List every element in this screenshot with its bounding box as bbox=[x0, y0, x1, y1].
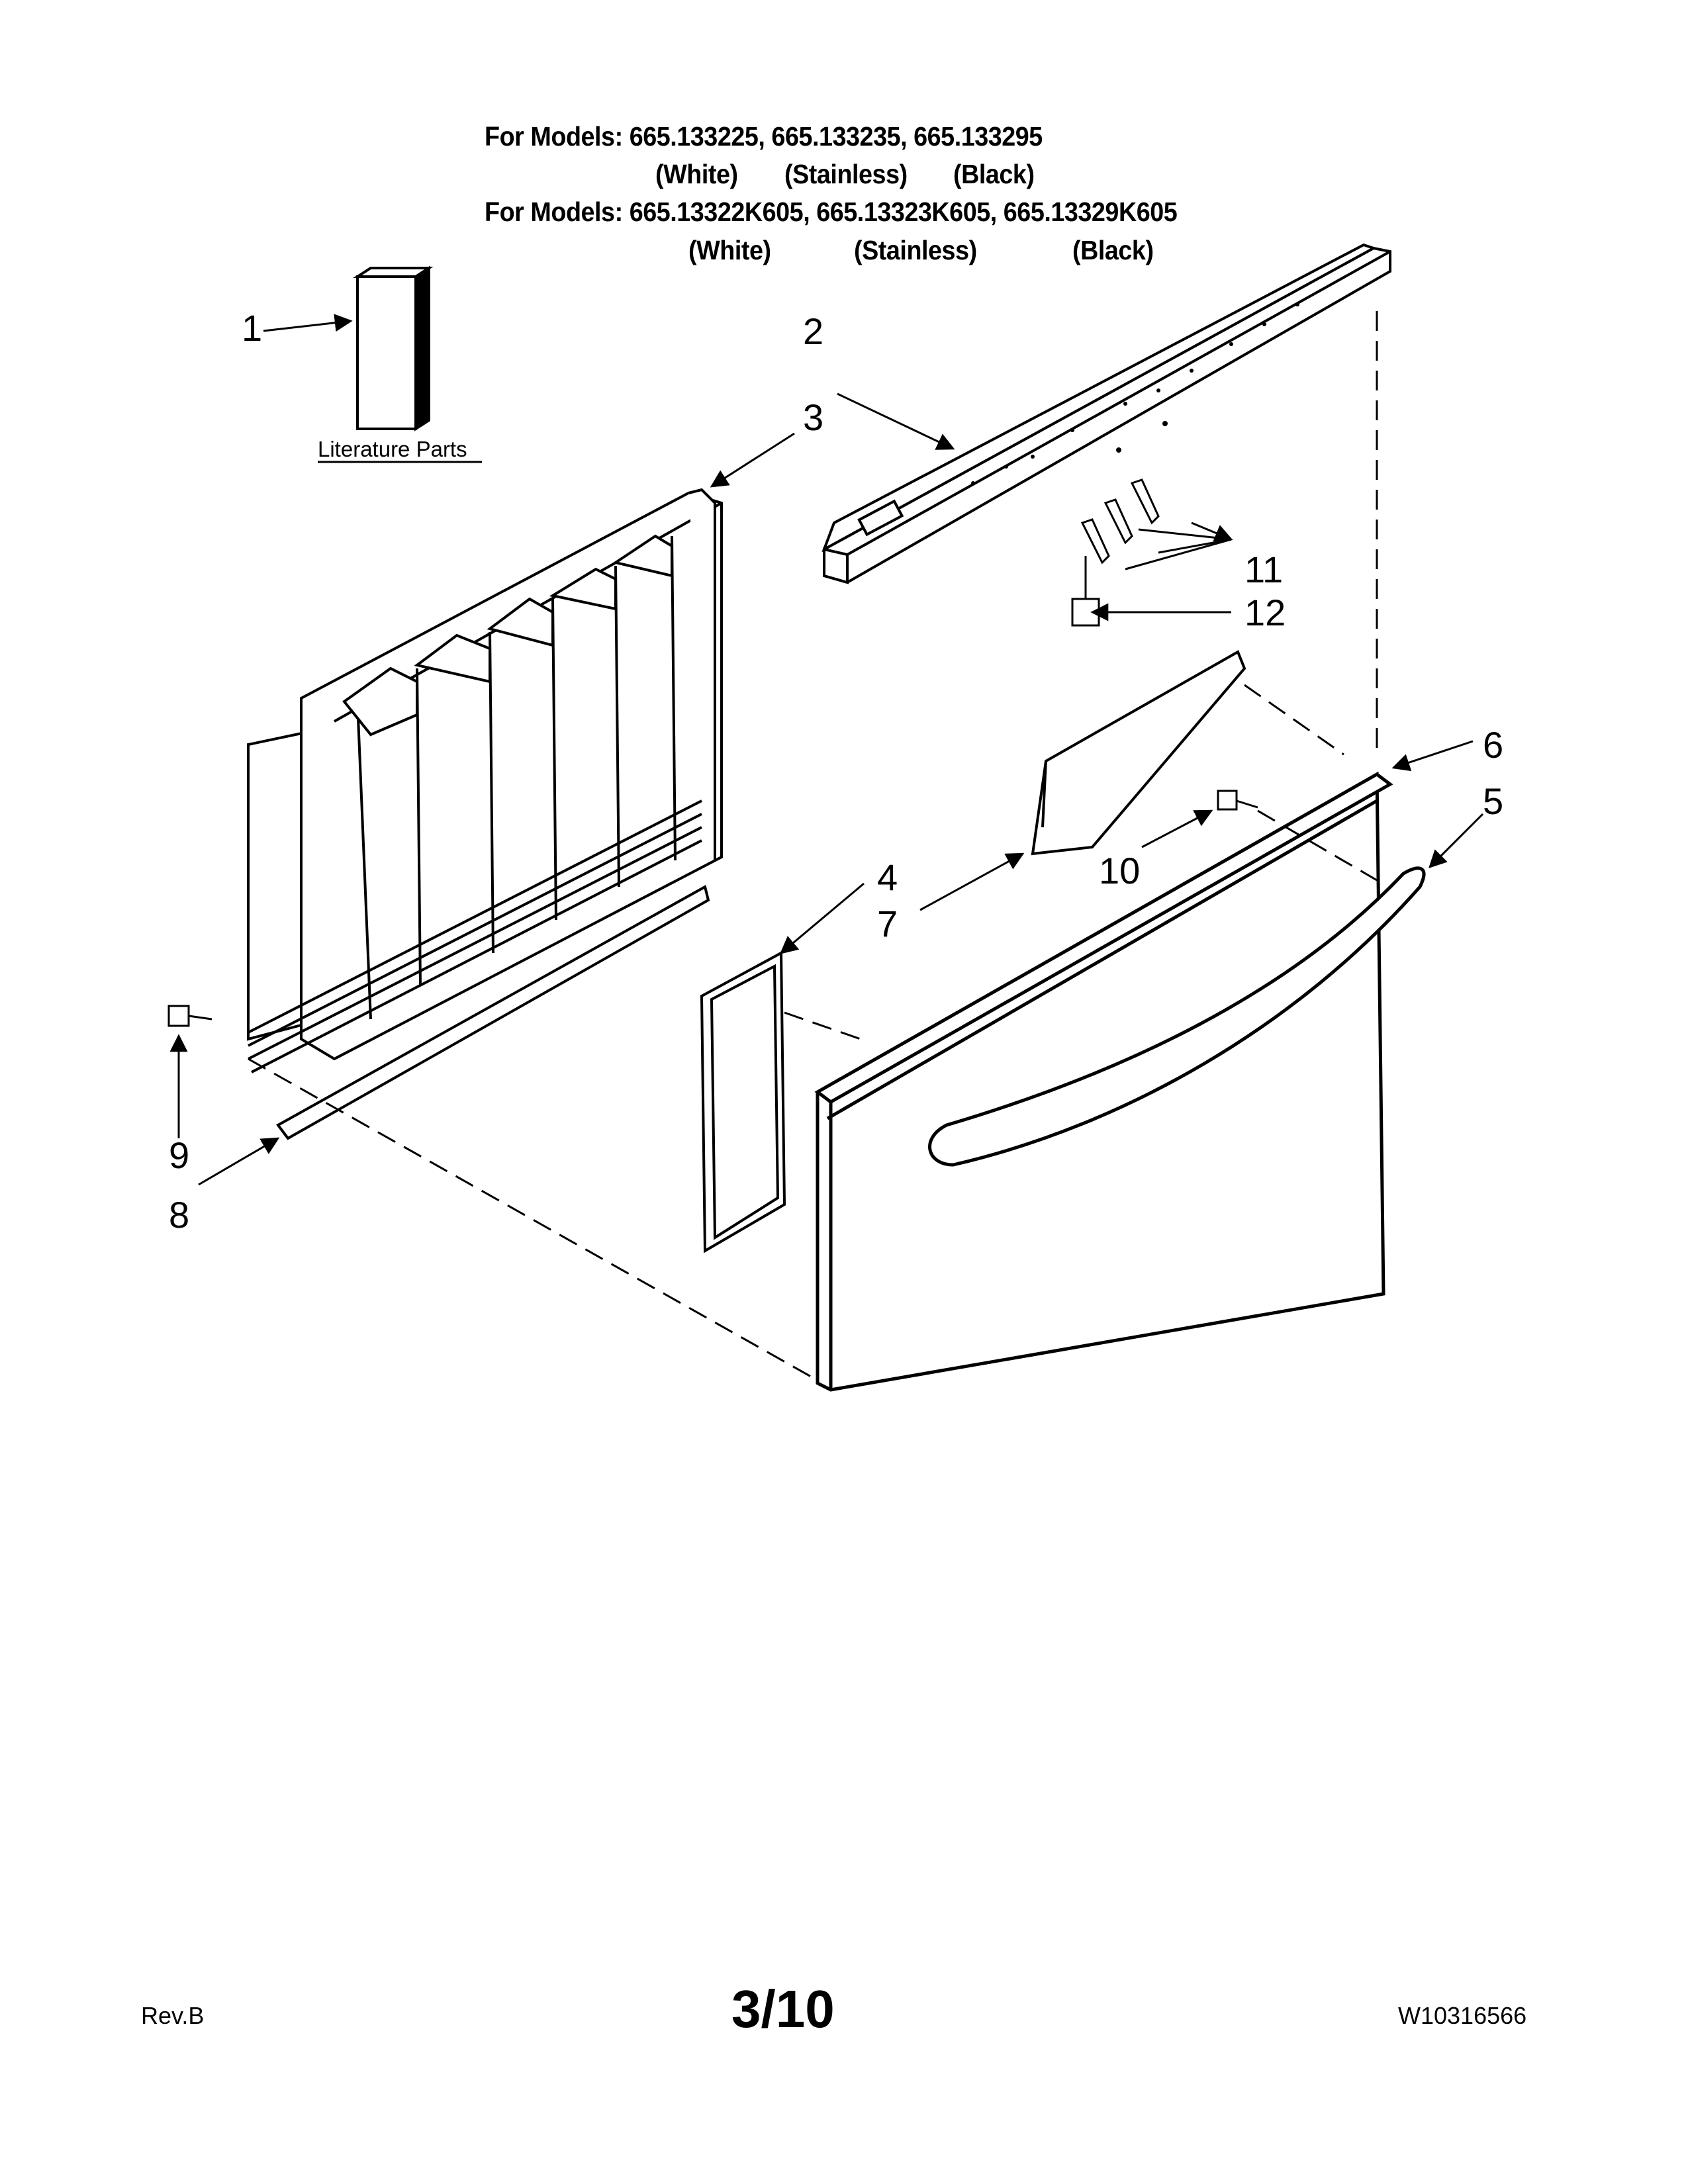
callout-2: 2 bbox=[803, 310, 823, 352]
callout-11: 11 bbox=[1244, 549, 1283, 590]
color-white-1: (White) bbox=[655, 159, 738, 189]
screw-10 bbox=[1217, 790, 1258, 811]
callout-5: 5 bbox=[1483, 780, 1503, 822]
callout-8: 8 bbox=[169, 1194, 189, 1236]
drawer-bracket-right bbox=[1031, 650, 1246, 856]
callout-10: 10 bbox=[1099, 850, 1140, 891]
callout-9: 9 bbox=[169, 1134, 189, 1176]
rear-bin-assembly bbox=[247, 488, 723, 1073]
page-number: 3/10 bbox=[731, 1979, 835, 2038]
color-stainless-2: (Stainless) bbox=[854, 235, 977, 265]
drawer-bracket-left bbox=[700, 950, 786, 1253]
drawer-handle bbox=[928, 866, 1426, 1167]
models-line-2: For Models: 665.13322K605, 665.13323K605… bbox=[485, 197, 1178, 227]
color-black-2: (Black) bbox=[1072, 235, 1154, 265]
assembly-lines bbox=[248, 311, 1378, 1378]
callout-1: 1 bbox=[242, 307, 262, 349]
handle-brackets bbox=[1080, 478, 1160, 565]
callout-6: 6 bbox=[1483, 724, 1503, 766]
models-line-1: For Models: 665.133225, 665.133235, 665.… bbox=[485, 121, 1043, 152]
control-panel-trim bbox=[821, 243, 1391, 584]
screw-12 bbox=[1071, 556, 1100, 627]
color-black-1: (Black) bbox=[953, 159, 1035, 189]
callout-4: 4 bbox=[877, 856, 898, 898]
panel-button-dots bbox=[971, 302, 1299, 485]
color-white-2: (White) bbox=[688, 235, 771, 265]
revision-label: Rev.B bbox=[141, 2002, 205, 2029]
callout-leaders bbox=[169, 314, 1484, 1186]
screw-9 bbox=[167, 1005, 212, 1027]
bottom-rail bbox=[276, 884, 710, 1140]
literature-booklet bbox=[353, 265, 434, 432]
callout-3: 3 bbox=[803, 396, 823, 438]
color-stainless-1: (Stainless) bbox=[784, 159, 908, 189]
callout-12: 12 bbox=[1244, 592, 1286, 633]
literature-parts-label: Literature Parts bbox=[318, 437, 467, 461]
callout-7: 7 bbox=[877, 903, 898, 944]
document-number: W10316566 bbox=[1398, 2002, 1527, 2029]
